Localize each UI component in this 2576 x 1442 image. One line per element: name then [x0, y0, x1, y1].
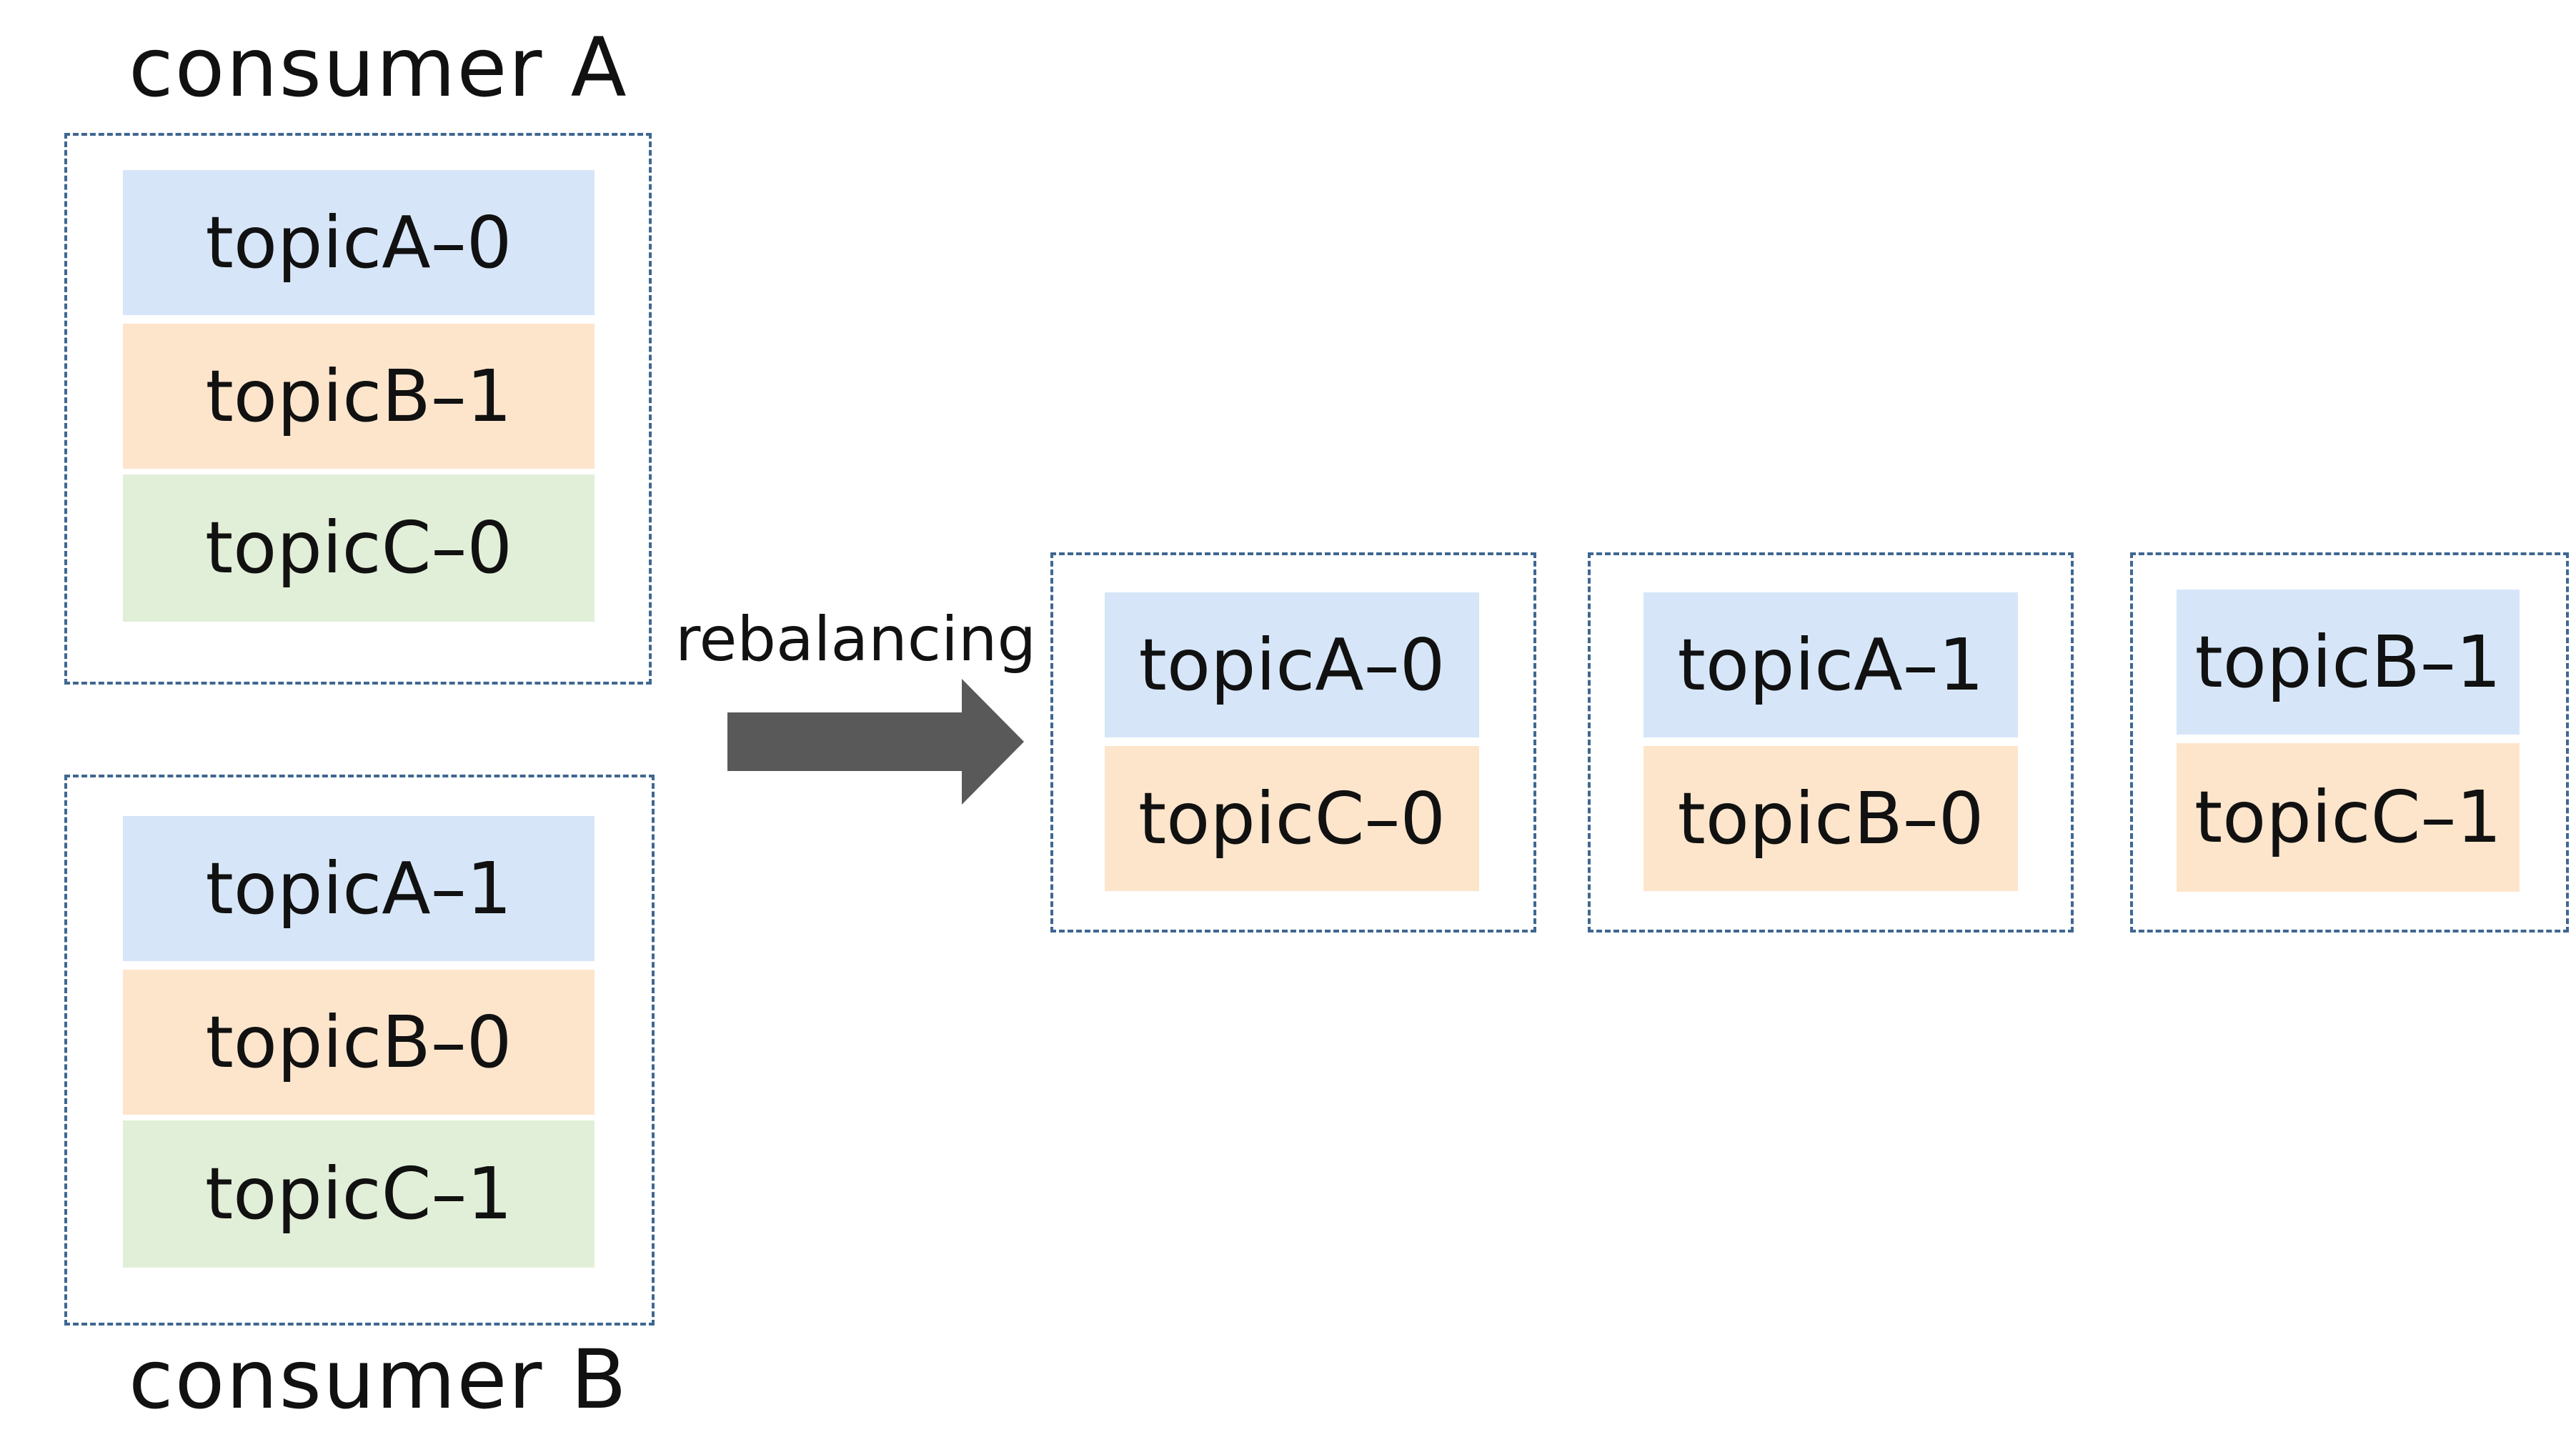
rebalanced-partition: topicC–1: [2177, 743, 2520, 892]
rebalanced-partition: topicC–0: [1105, 746, 1479, 891]
rebalanced-partition: topicA–0: [1105, 592, 1479, 737]
consumer-b-label: consumer B: [129, 1332, 628, 1427]
consumer-b-partition: topicB–0: [123, 970, 595, 1115]
rebalanced-group-box: [2130, 552, 2569, 933]
consumer-b-partition: topicC–1: [123, 1120, 595, 1268]
consumer-a-partition: topicC–0: [123, 474, 595, 622]
rebalanced-group-box: [1588, 552, 2074, 933]
rebalanced-partition: topicB–1: [2177, 590, 2520, 735]
right-arrow-icon: [727, 679, 1024, 805]
consumer-a-partition: topicA–0: [123, 170, 595, 315]
rebalanced-partition: topicA–1: [1643, 592, 2018, 737]
consumer-a-label: consumer A: [129, 20, 628, 115]
right-arrow-icon-shape: [727, 679, 1024, 805]
rebalanced-partition: topicB–0: [1643, 746, 2018, 891]
consumer-b-partition: topicA–1: [123, 816, 595, 961]
consumer-a-partition: topicB–1: [123, 324, 595, 469]
consumer-b-box: [64, 775, 655, 1326]
rebalancing-label: rebalancing: [675, 604, 1037, 675]
rebalanced-group-box: [1050, 552, 1536, 933]
consumer-a-box: [64, 133, 652, 685]
